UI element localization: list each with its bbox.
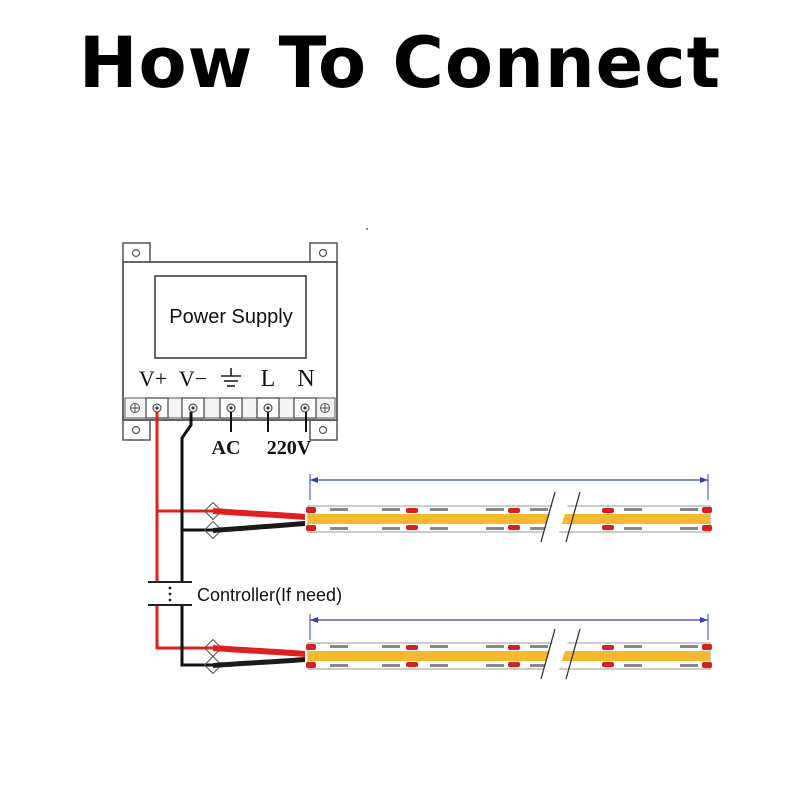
terminal-label-v-plus: V+ — [139, 366, 167, 391]
power-supply — [122, 242, 338, 441]
negative-wiring — [180, 412, 213, 667]
led-strip-2 — [203, 614, 712, 680]
positive-wiring — [155, 412, 213, 650]
voltage-label: 220V — [267, 437, 312, 459]
power-supply-label: Power Supply — [169, 306, 292, 328]
controller — [148, 581, 192, 606]
terminal-n — [293, 397, 317, 419]
terminal-label-n: N — [297, 366, 314, 392]
terminal-l — [256, 397, 280, 419]
led-strip-1 — [203, 474, 712, 543]
terminal-label-v-minus: V− — [179, 366, 207, 391]
terminal-v-minus — [181, 397, 205, 419]
terminal-label-l: L — [261, 366, 276, 392]
terminal-ground — [219, 397, 243, 419]
controller-label: Controller(If need) — [197, 585, 342, 605]
ac-label: AC — [212, 437, 241, 459]
ground-icon — [221, 368, 241, 387]
page-title: How To Connect — [78, 22, 722, 104]
